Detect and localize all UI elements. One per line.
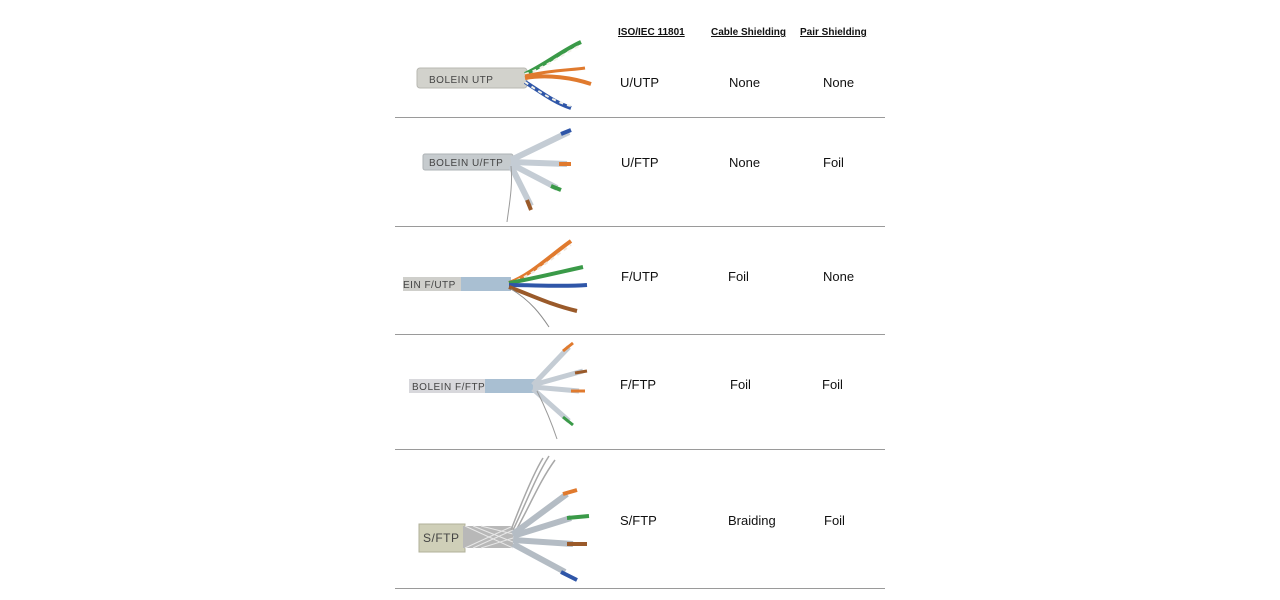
jacket-label: S/FTP [423, 531, 460, 545]
cable-shielding-cell: Foil [728, 269, 749, 284]
cable-shielding-table: ISO/IEC 11801 Cable Shielding Pair Shiel… [395, 0, 885, 600]
cable-shielding-cell: Foil [730, 377, 751, 392]
cable-image-fftp: BOLEIN F/FTP [409, 341, 588, 440]
cable-image-sftp: S/FTP [418, 455, 590, 582]
header-cable-shielding: Cable Shielding [711, 27, 787, 38]
pair-shielding-cell: Foil [824, 513, 845, 528]
cable-shielding-cell: None [729, 155, 761, 170]
table-row: BOLEIN UTP U/UTP None None [395, 40, 885, 117]
row-divider [395, 588, 885, 589]
cable-image-futp: EIN F/UTP [403, 239, 588, 328]
pair-shielding-cell: Foil [823, 155, 844, 170]
pair-shielding-cell: None [823, 75, 855, 90]
row-divider [395, 334, 885, 335]
standard-cell: U/FTP [621, 155, 659, 170]
header-standard: ISO/IEC 11801 [618, 27, 685, 38]
cable-image-uftp: BOLEIN U/FTP [422, 128, 572, 223]
row-divider [395, 449, 885, 450]
row-divider [395, 117, 885, 118]
standard-cell: U/UTP [620, 75, 659, 90]
header-pair-shielding: Pair Shielding [800, 27, 867, 38]
cable-shielding-cell: Braiding [728, 513, 776, 528]
pair-shielding-cell: Foil [822, 377, 843, 392]
cable-shielding-cell: None [729, 75, 761, 90]
jacket-label: BOLEIN U/FTP [429, 158, 503, 169]
standard-cell: F/UTP [621, 269, 659, 284]
standard-cell: S/FTP [620, 513, 657, 528]
table-row: BOLEIN F/FTP F/FTP Foil Foil [395, 335, 885, 449]
jacket-label: EIN F/UTP [403, 280, 456, 291]
jacket-label: BOLEIN F/FTP [412, 382, 485, 393]
row-divider [395, 226, 885, 227]
standard-cell: F/FTP [620, 377, 657, 392]
pair-shielding-cell: None [823, 269, 855, 284]
cable-image-uutp: BOLEIN UTP [416, 40, 592, 110]
table-row: S/FTP S/FTP Braiding Foil [395, 450, 885, 588]
table-row: BOLEIN U/FTP U/FTP None Foil [395, 118, 885, 226]
jacket-label: BOLEIN UTP [429, 75, 493, 86]
table-row: EIN F/UTP F/UTP Foil None [395, 227, 885, 334]
